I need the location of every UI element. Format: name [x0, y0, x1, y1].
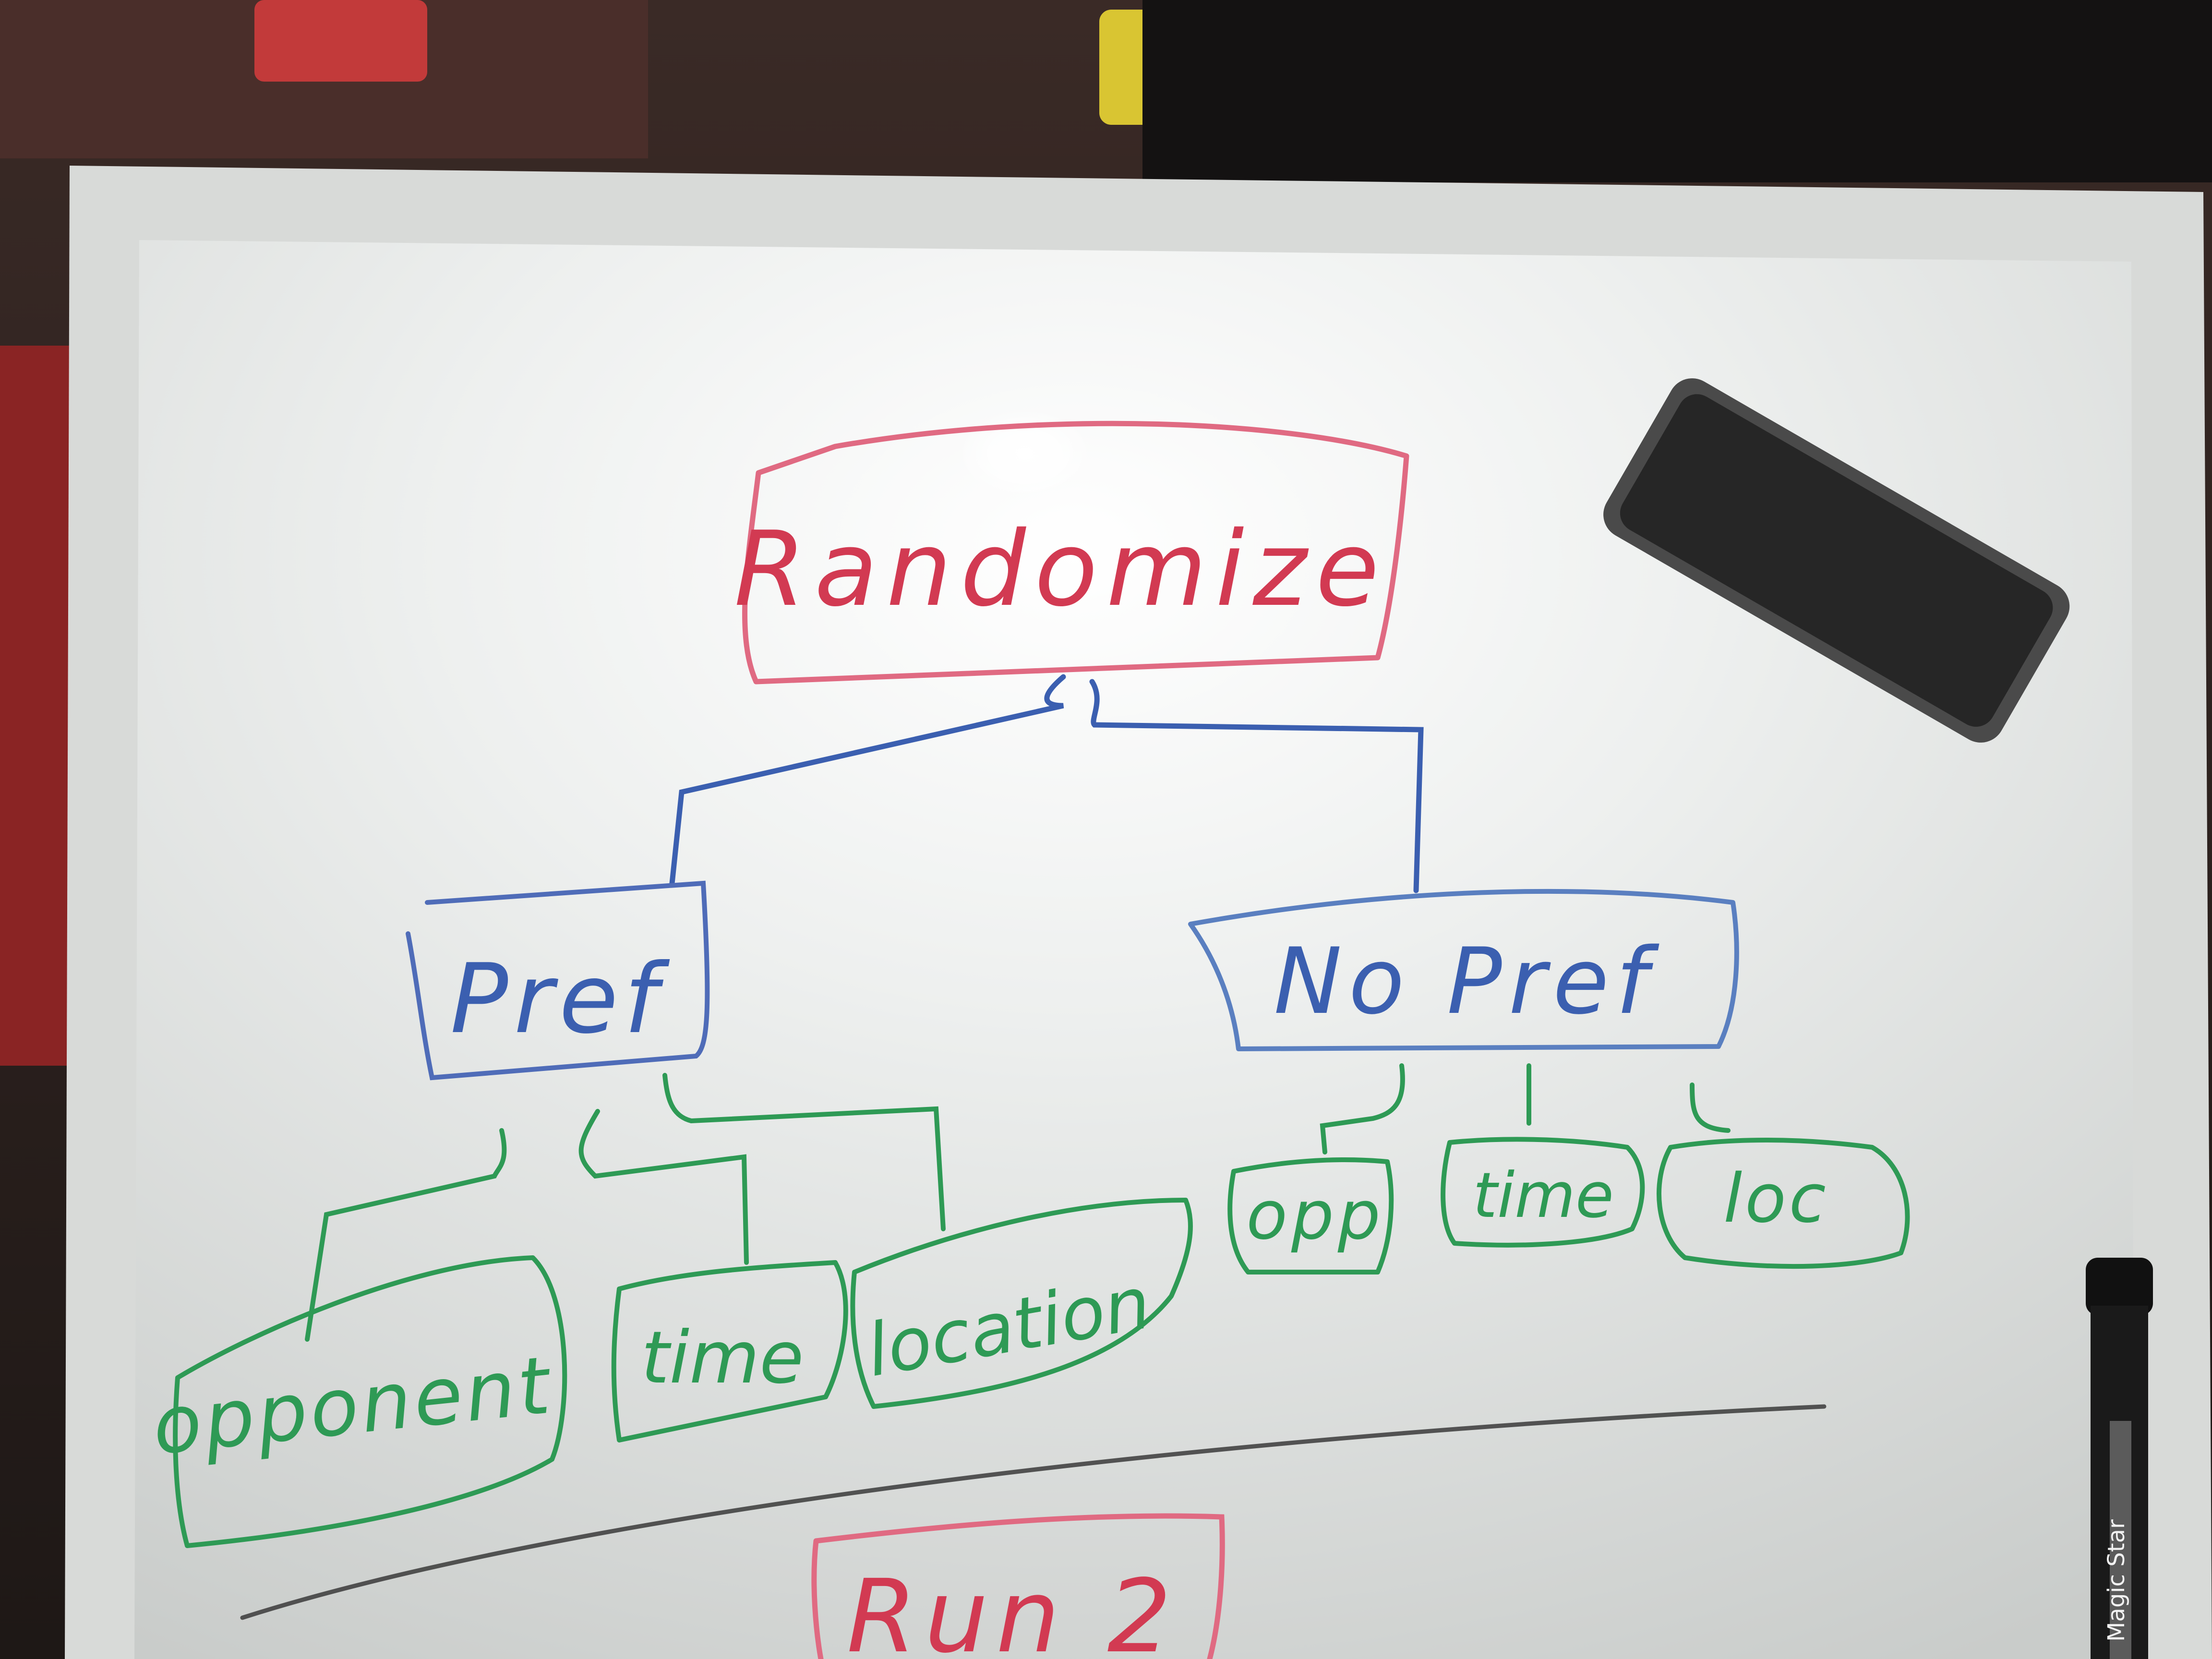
opp-label: opp	[1246, 1177, 1384, 1255]
pref-label: Pref	[450, 943, 670, 1055]
connector-nopref-opp	[1320, 1063, 1405, 1154]
marker	[2086, 1258, 2153, 1659]
location-box	[850, 1198, 1193, 1409]
red-fabric	[0, 346, 72, 1066]
nopref-label: No Pref	[1274, 928, 1659, 1034]
connector-randomize-pref	[669, 674, 1066, 886]
time-box-nopref	[1441, 1137, 1645, 1248]
connector-pref-opponent	[305, 1128, 507, 1342]
dark-chair	[1142, 0, 2212, 182]
board-surface	[134, 240, 2134, 1659]
nopref-box	[1188, 889, 1739, 1051]
divider-line	[240, 1404, 1827, 1620]
red-cup	[254, 0, 427, 82]
time-label-nopref: time	[1473, 1159, 1614, 1232]
time-box-pref	[611, 1260, 848, 1443]
randomize-box	[742, 421, 1409, 685]
opp-box	[1227, 1157, 1394, 1274]
light-glare	[958, 408, 1092, 499]
loc-label: loc	[1723, 1160, 1829, 1238]
run2-box	[811, 1513, 1225, 1659]
randomize-label: Randomize	[734, 509, 1388, 629]
connector-nopref-loc	[1690, 1082, 1731, 1133]
opponent-box	[173, 1255, 567, 1548]
eraser	[1603, 378, 2070, 743]
connector-pref-time	[578, 1109, 749, 1265]
time-label-pref: time	[641, 1316, 804, 1400]
marker-brand-label: Magic Star	[2103, 1519, 2130, 1642]
connector-randomize-nopref	[1089, 679, 1424, 893]
loc-box	[1657, 1138, 1910, 1269]
pref-box	[406, 880, 710, 1081]
connector-pref-location	[662, 1073, 946, 1231]
run2-label: Run 2	[847, 1558, 1179, 1659]
